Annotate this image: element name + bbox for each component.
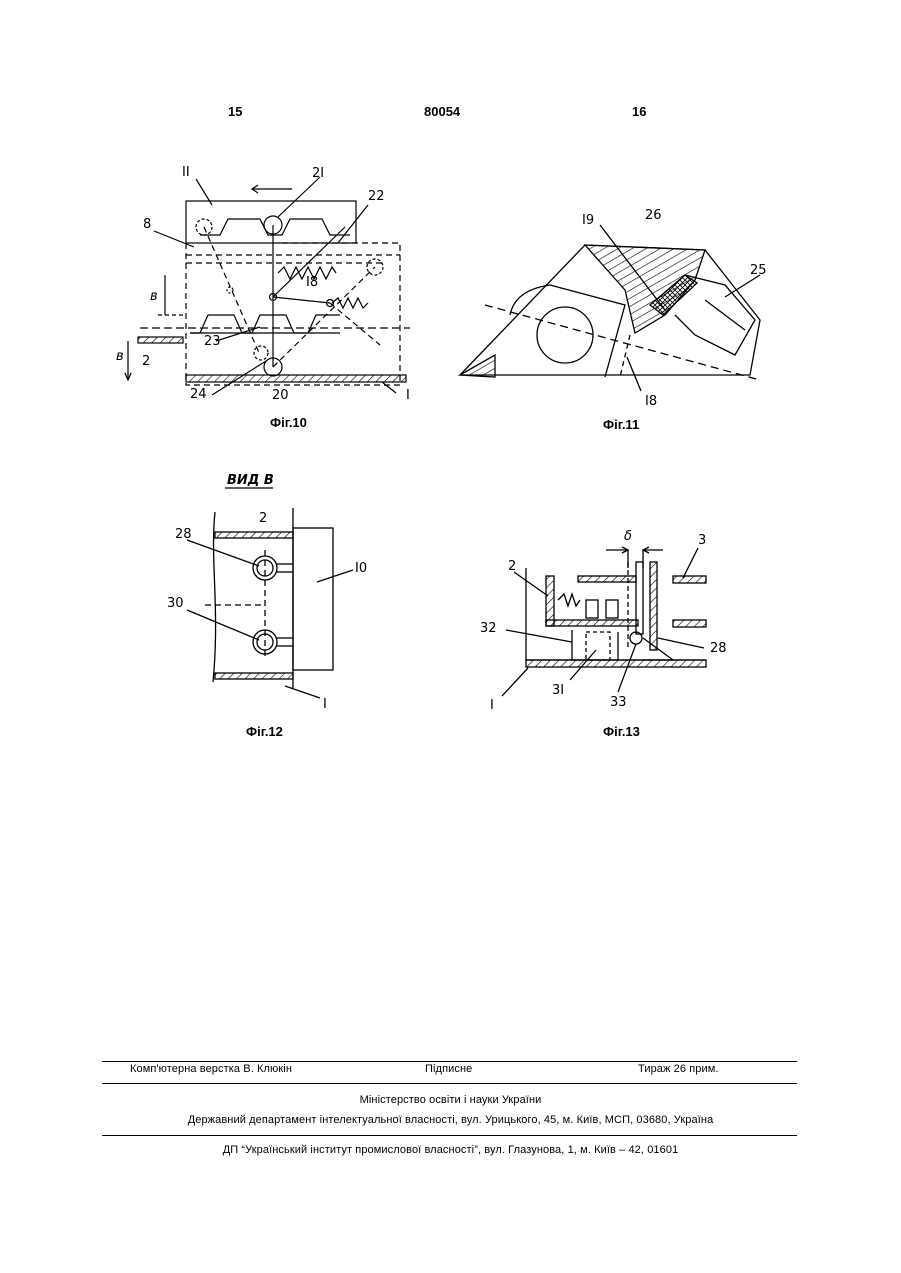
footer-ministry: Міністерство освіти і науки України <box>0 1094 901 1106</box>
fig10-label-8: 8 <box>143 217 151 232</box>
fig13-label-31: 3I <box>552 683 564 698</box>
footer-department: Державний департамент інтелектуальної вл… <box>0 1114 901 1126</box>
fig10-label-21: 2I <box>312 166 324 181</box>
figure-10-caption: Фіг.10 <box>270 415 307 430</box>
footer-layout-credit: Комп'ютерна верстка В. Клюкін <box>130 1063 292 1075</box>
fig13-label-2: 2 <box>508 559 516 574</box>
fig13-label-3: 3 <box>698 533 706 548</box>
figure-12-drawing: ВИД В 2 28 I0 30 I <box>165 470 395 720</box>
figure-11-caption: Фіг.11 <box>603 417 639 432</box>
fig13-label-33: 33 <box>610 695 627 710</box>
fig12-view-title: ВИД В <box>227 473 274 488</box>
fig11-label-19: I9 <box>582 213 594 228</box>
fig13-label-32: 32 <box>480 621 497 636</box>
footer-rule-middle <box>102 1083 797 1084</box>
fig13-label-28: 28 <box>710 641 727 656</box>
fig11-label-26: 26 <box>645 208 662 223</box>
fig11-label-25: 25 <box>750 263 767 278</box>
fig10-label-11: II <box>182 165 190 180</box>
footer-circulation: Тираж 26 прим. <box>638 1063 719 1075</box>
fig11-label-18: I8 <box>645 394 657 409</box>
footer-rule-bottom <box>102 1135 797 1136</box>
figure-13-caption: Фіг.13 <box>603 724 640 739</box>
footer-signed: Підписне <box>425 1063 472 1075</box>
fig10-label-18: I8 <box>306 275 318 290</box>
footer-institute: ДП “Український інститут промислової вла… <box>0 1144 901 1156</box>
fig13-label-1: I <box>490 698 494 713</box>
page-number-right: 16 <box>632 104 646 119</box>
footer-rule-top <box>102 1061 797 1062</box>
fig10-label-1: I <box>406 388 410 403</box>
fig10-label-22: 22 <box>368 189 385 204</box>
page-number-left: 15 <box>228 104 242 119</box>
fig12-label-10: I0 <box>355 561 367 576</box>
fig12-label-30: 30 <box>167 596 184 611</box>
fig10-label-23: 23 <box>204 334 221 349</box>
patent-number: 80054 <box>424 104 460 119</box>
fig13-label-delta: δ <box>624 529 632 544</box>
figure-12-caption: Фіг.12 <box>246 724 283 739</box>
fig12-label-2: 2 <box>259 511 267 526</box>
fig12-label-28: 28 <box>175 527 192 542</box>
fig10-label-b-upper: в <box>150 289 158 304</box>
fig10-label-b-lower: в <box>116 349 124 364</box>
fig10-label-2: 2 <box>142 354 150 369</box>
fig12-label-1: I <box>323 697 327 712</box>
figure-11-drawing: I9 26 25 I8 <box>455 205 775 415</box>
figure-13-drawing: δ 2 3 32 28 I 3I 33 <box>478 520 753 720</box>
fig10-label-20: 20 <box>272 388 289 403</box>
fig10-label-24: 24 <box>190 387 207 402</box>
figure-10-drawing: II 2I 22 8 I8 в в 2 23 24 20 I <box>110 155 440 415</box>
